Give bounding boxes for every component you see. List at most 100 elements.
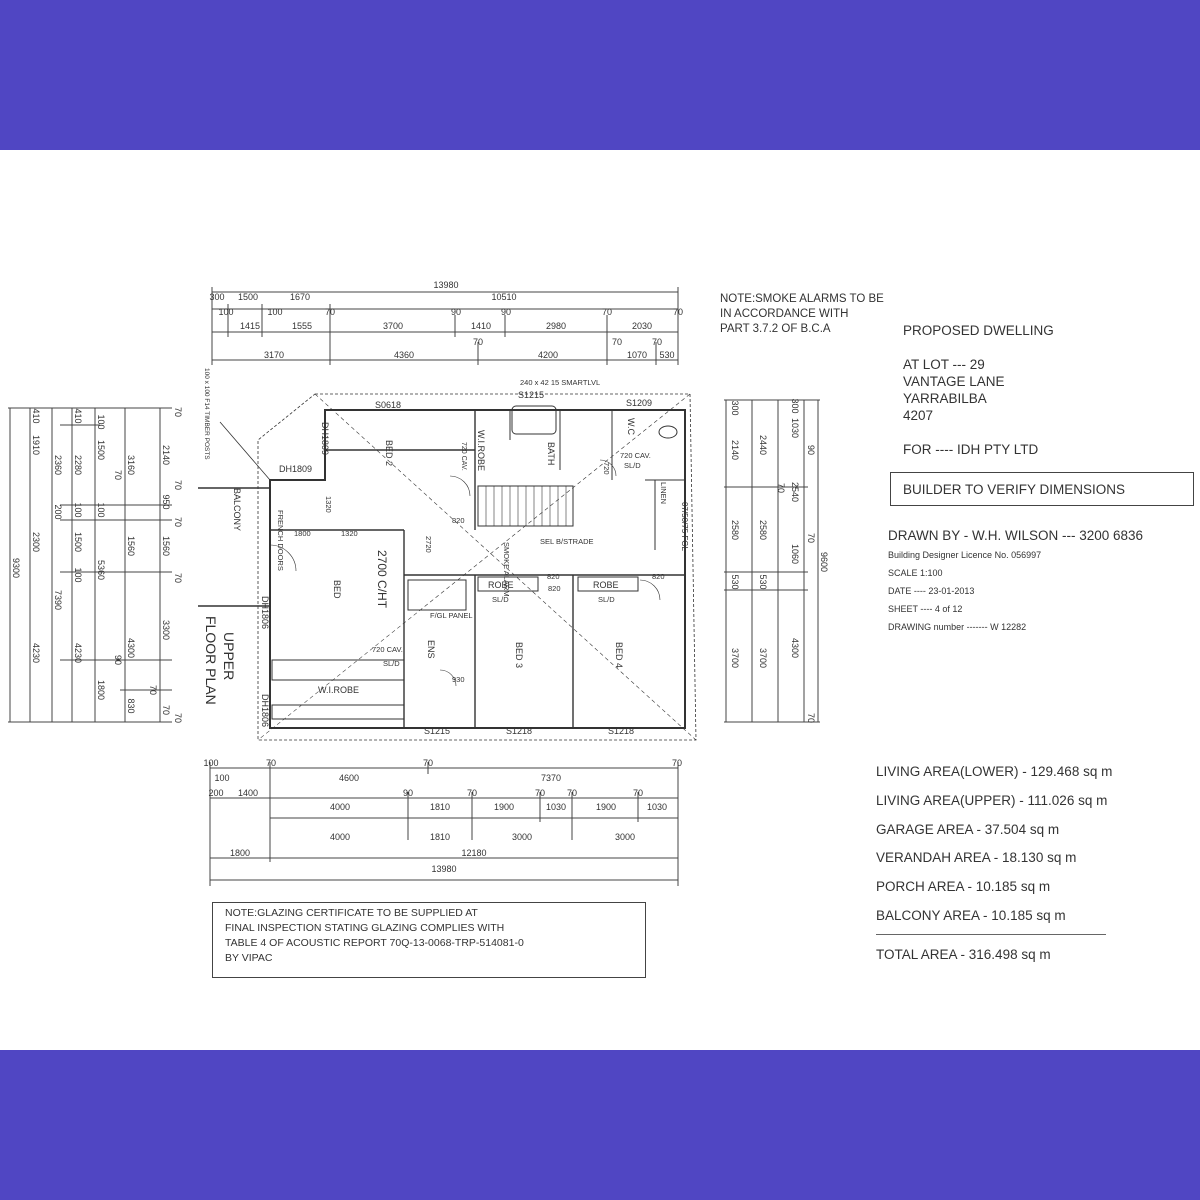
dim-label: 13980 [431,864,456,874]
left-dimension-labels: 410 1910 2300 4230 410 2280 100 1500 100… [11,407,183,723]
room-label: LINEN [659,482,668,504]
dim-label: 2580 [758,520,768,540]
dim-label: 9600 [819,552,829,572]
dim-label: 70 [173,480,183,490]
dim-label: 2540 [790,482,800,502]
dim-label: 70 [173,713,183,723]
misc-label: 720 CAV. [372,645,403,654]
dim-label: 70 [473,337,483,347]
misc-label: SL/D [624,461,641,470]
dim-label: 2580 [730,520,740,540]
title-block: PROPOSED DWELLING AT LOT --- 29 VANTAGE … [903,322,1054,458]
room-label: ROBE [593,580,619,590]
misc-label: 1800 [294,529,311,538]
dim-label: 2280 [73,455,83,475]
bottom-purple-band [0,1050,1200,1200]
balustrade-label: SEL B/STRADE [540,537,594,546]
dim-label: 530 [730,574,740,589]
window-label: S1215 [424,726,450,736]
misc-label: 1320 [324,496,333,513]
dim-label: 1900 [596,802,616,812]
dim-label: 3160 [126,455,136,475]
dim-label: 2980 [546,321,566,331]
window-label: DH1809 [320,422,330,455]
smoke-alarm-label: SMOKE ALARM [502,542,511,597]
dim-label: 70 [673,307,683,317]
window-label: S1215 [518,390,544,400]
project-title: PROPOSED DWELLING [903,323,1054,338]
misc-label: SL/D [492,595,509,604]
area-item: VERANDAH AREA - 18.130 sq m [876,850,1077,865]
dim-label: 950 [161,494,171,509]
panel-label: F/GL PANEL [430,611,473,620]
dim-label: 70 [612,337,622,347]
dim-label: 2440 [758,435,768,455]
area-item: GARAGE AREA - 37.504 sq m [876,822,1060,837]
dim-label: 100 [214,773,229,783]
dim-label: 4600 [339,773,359,783]
room-label: ENS [426,640,436,659]
client-line: FOR ---- IDH PTY LTD [903,442,1039,457]
posts-note: 100 x 100 F14 TIMBER POSTS [203,368,210,460]
dim-label: 4230 [31,643,41,663]
dim-label: 90 [403,788,413,798]
dim-label: 200 [53,504,63,519]
misc-label: 820 [452,516,465,525]
dim-label: 300 [730,400,740,415]
smoke-alarm-note: NOTE:SMOKE ALARMS TO BE IN ACCORDANCE WI… [720,292,884,337]
room-label: BED [332,580,342,599]
dim-label: 1810 [430,802,450,812]
window-label: S1218 [506,726,532,736]
area-item: LIVING AREA(UPPER) - 111.026 sq m [876,793,1108,808]
date: DATE ---- 23-01-2013 [888,586,975,596]
dim-label: 90 [501,307,511,317]
dim-label: 3000 [512,832,532,842]
dim-label: 70 [173,407,183,417]
dim-label: 1030 [546,802,566,812]
dim-label: 530 [659,350,674,360]
dim-label: 70 [161,705,171,715]
dim-label: 70 [535,788,545,798]
note-line: NOTE:SMOKE ALARMS TO BE [720,293,884,305]
dim-label: 4000 [330,802,350,812]
dim-label: 4360 [394,350,414,360]
dim-label: 70 [148,685,158,695]
plan-title-floor-plan: FLOOR PLAN [203,616,219,705]
misc-label: 720 [602,462,611,475]
dim-label: 70 [423,758,433,768]
dim-label: 70 [325,307,335,317]
dim-label: 70 [633,788,643,798]
window-label: S0618 [375,400,401,410]
plan-title-upper: UPPER [221,632,237,680]
dim-label: 70 [602,307,612,317]
ceiling-height-label: 2700 C/HT [375,550,389,609]
misc-label: 720 CAV. [620,451,651,460]
misc-label: 07/50/75 FGL [680,502,689,551]
dim-label: 410 [31,408,41,423]
misc-label: 820 [548,584,561,593]
dim-label: 530 [758,574,768,589]
dim-label: 1030 [647,802,667,812]
drawing-number: DRAWING number ------- W 12282 [888,622,1027,632]
dim-label: 90 [113,655,123,665]
top-purple-band [0,0,1200,150]
note-line: TABLE 4 OF ACOUSTIC REPORT 70Q-13-0068-T… [225,937,524,949]
dim-label: 1910 [31,435,41,455]
dim-label: 100 [267,307,282,317]
area-divider [876,934,1106,935]
dim-label: 70 [652,337,662,347]
misc-label: SL/D [598,595,615,604]
bottom-dimensions [209,762,679,886]
dim-label: 2140 [161,445,171,465]
postcode-line: 4207 [903,408,934,423]
room-label: BED 4 [614,642,624,668]
dim-label: 70 [567,788,577,798]
note-line: FINAL INSPECTION STATING GLAZING COMPLIE… [225,922,505,934]
dim-label: 7390 [53,590,63,610]
note-line: PART 3.7.2 OF B.C.A [720,323,831,335]
bottom-dimension-labels: 100 70 4600 70 7370 70 100 200 1400 4000… [203,758,682,874]
room-label: BATH [546,442,556,465]
misc-label: 930 [452,675,465,684]
dim-label: 70 [806,713,816,723]
area-item: BALCONY AREA - 10.185 sq m [876,908,1066,923]
